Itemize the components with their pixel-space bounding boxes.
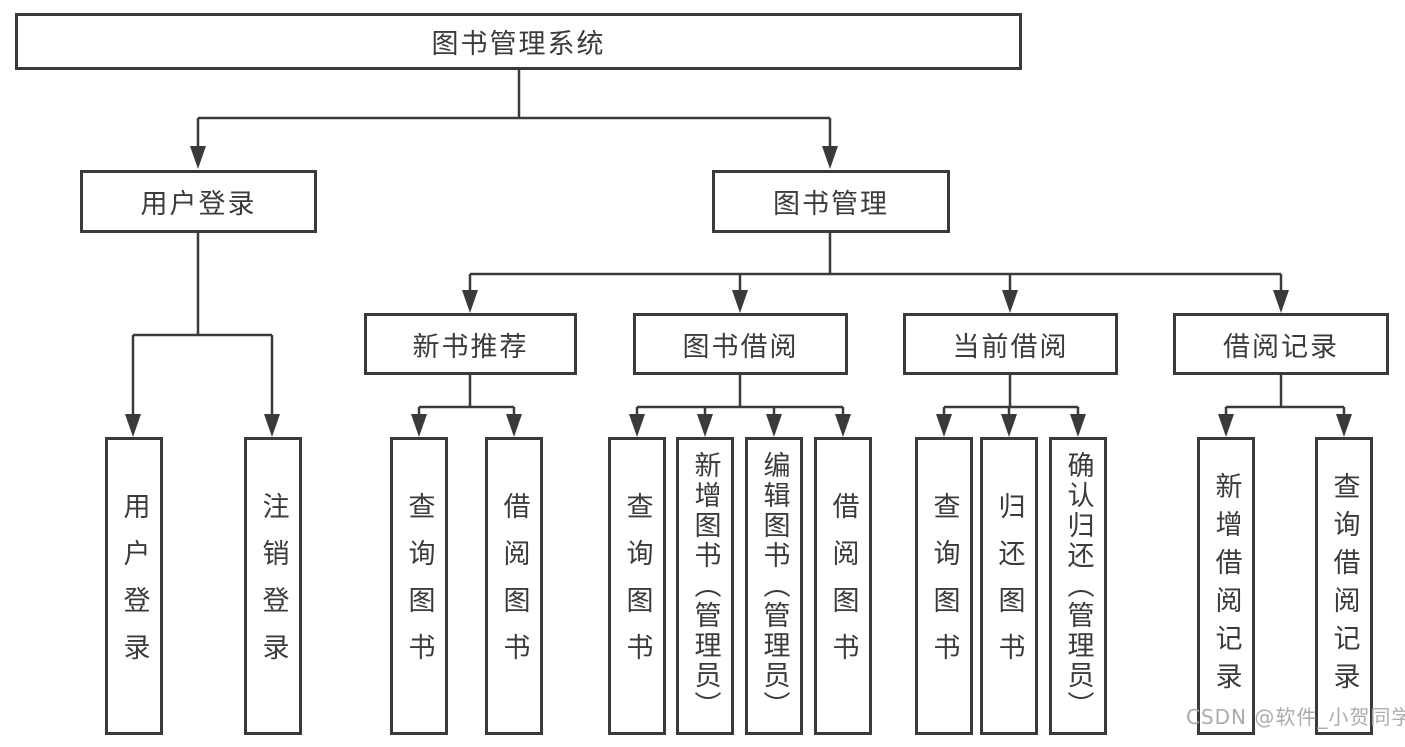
leaf-return-book: 归还图书 <box>980 437 1038 735</box>
connector-current-children <box>942 375 1080 418</box>
leaf-add-book-admin: 新增图书（管理员） <box>676 437 734 735</box>
node-book-management-label: 图书管理 <box>773 189 889 220</box>
leaf-query-books-recommend-label: 查询图书 <box>403 492 435 680</box>
leaf-borrow-books-recommend-label: 借阅图书 <box>498 492 530 680</box>
leaf-query-borrow-record-label: 查询借阅记录 <box>1328 472 1360 700</box>
arrowhead-icon <box>411 414 427 437</box>
arrowhead-icon <box>629 414 645 437</box>
leaf-query-books-borrowing: 查询图书 <box>608 437 666 735</box>
leaf-query-borrow-record: 查询借阅记录 <box>1315 437 1373 735</box>
leaf-add-borrow-record: 新增借阅记录 <box>1197 437 1255 735</box>
connector-user-login-children <box>131 233 274 418</box>
leaf-borrow-books-borrowing-label: 借阅图书 <box>827 492 859 680</box>
connector-new-book-children <box>417 375 516 418</box>
arrowhead-icon <box>835 414 851 437</box>
leaf-borrow-books-recommend: 借阅图书 <box>485 437 543 735</box>
arrowhead-icon <box>506 414 522 437</box>
leaf-logout-label: 注销登录 <box>257 492 289 680</box>
connector-root-to-l1 <box>196 70 832 150</box>
node-book-borrowing: 图书借阅 <box>633 313 848 375</box>
node-root-label: 图书管理系统 <box>431 29 606 60</box>
csdn-watermark: CSDN @软件_小贺同学 <box>1186 705 1405 729</box>
node-user-login-label: 用户登录 <box>140 189 257 220</box>
arrowhead-icon <box>1273 290 1289 313</box>
arrowhead-icon <box>1002 290 1018 313</box>
node-new-book-recommend-label: 新书推荐 <box>412 331 529 363</box>
leaf-query-books-current-label: 查询图书 <box>928 492 960 680</box>
node-borrowing-records-label: 借阅记录 <box>1223 331 1339 363</box>
connector-records-children <box>1224 375 1346 418</box>
node-book-borrowing-label: 图书借阅 <box>682 331 799 363</box>
arrowhead-icon <box>1218 414 1234 437</box>
arrowhead-icon <box>936 414 952 437</box>
arrowhead-icon <box>1070 414 1086 437</box>
node-current-borrowing-label: 当前借阅 <box>952 331 1069 363</box>
arrowhead-icon <box>766 414 782 437</box>
node-book-management: 图书管理 <box>712 170 950 233</box>
node-new-book-recommend: 新书推荐 <box>364 313 577 375</box>
connector-borrowing-children <box>635 375 845 418</box>
leaf-confirm-return-admin-label: 确认归还（管理员） <box>1062 451 1094 721</box>
leaf-logout: 注销登录 <box>244 437 302 735</box>
arrowhead-icon <box>462 290 478 313</box>
connector-book-mgmt-to-l2 <box>468 233 1283 295</box>
arrowhead-icon <box>190 146 206 169</box>
leaf-query-books-recommend: 查询图书 <box>390 437 448 735</box>
node-current-borrowing: 当前借阅 <box>903 313 1118 375</box>
arrowhead-icon <box>697 414 713 437</box>
arrowhead-icon <box>732 290 748 313</box>
leaf-add-book-admin-label: 新增图书（管理员） <box>689 451 721 721</box>
leaf-user-login-label: 用户登录 <box>118 492 150 680</box>
arrowheads <box>125 146 1352 437</box>
leaf-return-book-label: 归还图书 <box>993 492 1025 680</box>
leaf-user-login: 用户登录 <box>105 437 163 735</box>
leaf-query-books-current: 查询图书 <box>915 437 973 735</box>
leaf-query-books-borrowing-label: 查询图书 <box>621 492 653 680</box>
leaf-edit-book-admin: 编辑图书（管理员） <box>745 437 803 735</box>
node-root: 图书管理系统 <box>15 13 1022 70</box>
node-user-login: 用户登录 <box>80 170 317 233</box>
leaf-borrow-books-borrowing: 借阅图书 <box>814 437 872 735</box>
leaf-add-borrow-record-label: 新增借阅记录 <box>1210 472 1242 700</box>
leaf-confirm-return-admin: 确认归还（管理员） <box>1049 437 1107 735</box>
arrowhead-icon <box>125 414 141 437</box>
arrowhead-icon <box>264 414 280 437</box>
arrowhead-icon <box>1001 414 1017 437</box>
node-borrowing-records: 借阅记录 <box>1173 313 1389 375</box>
leaf-edit-book-admin-label: 编辑图书（管理员） <box>758 451 790 721</box>
arrowhead-icon <box>822 146 838 169</box>
arrowhead-icon <box>1336 414 1352 437</box>
